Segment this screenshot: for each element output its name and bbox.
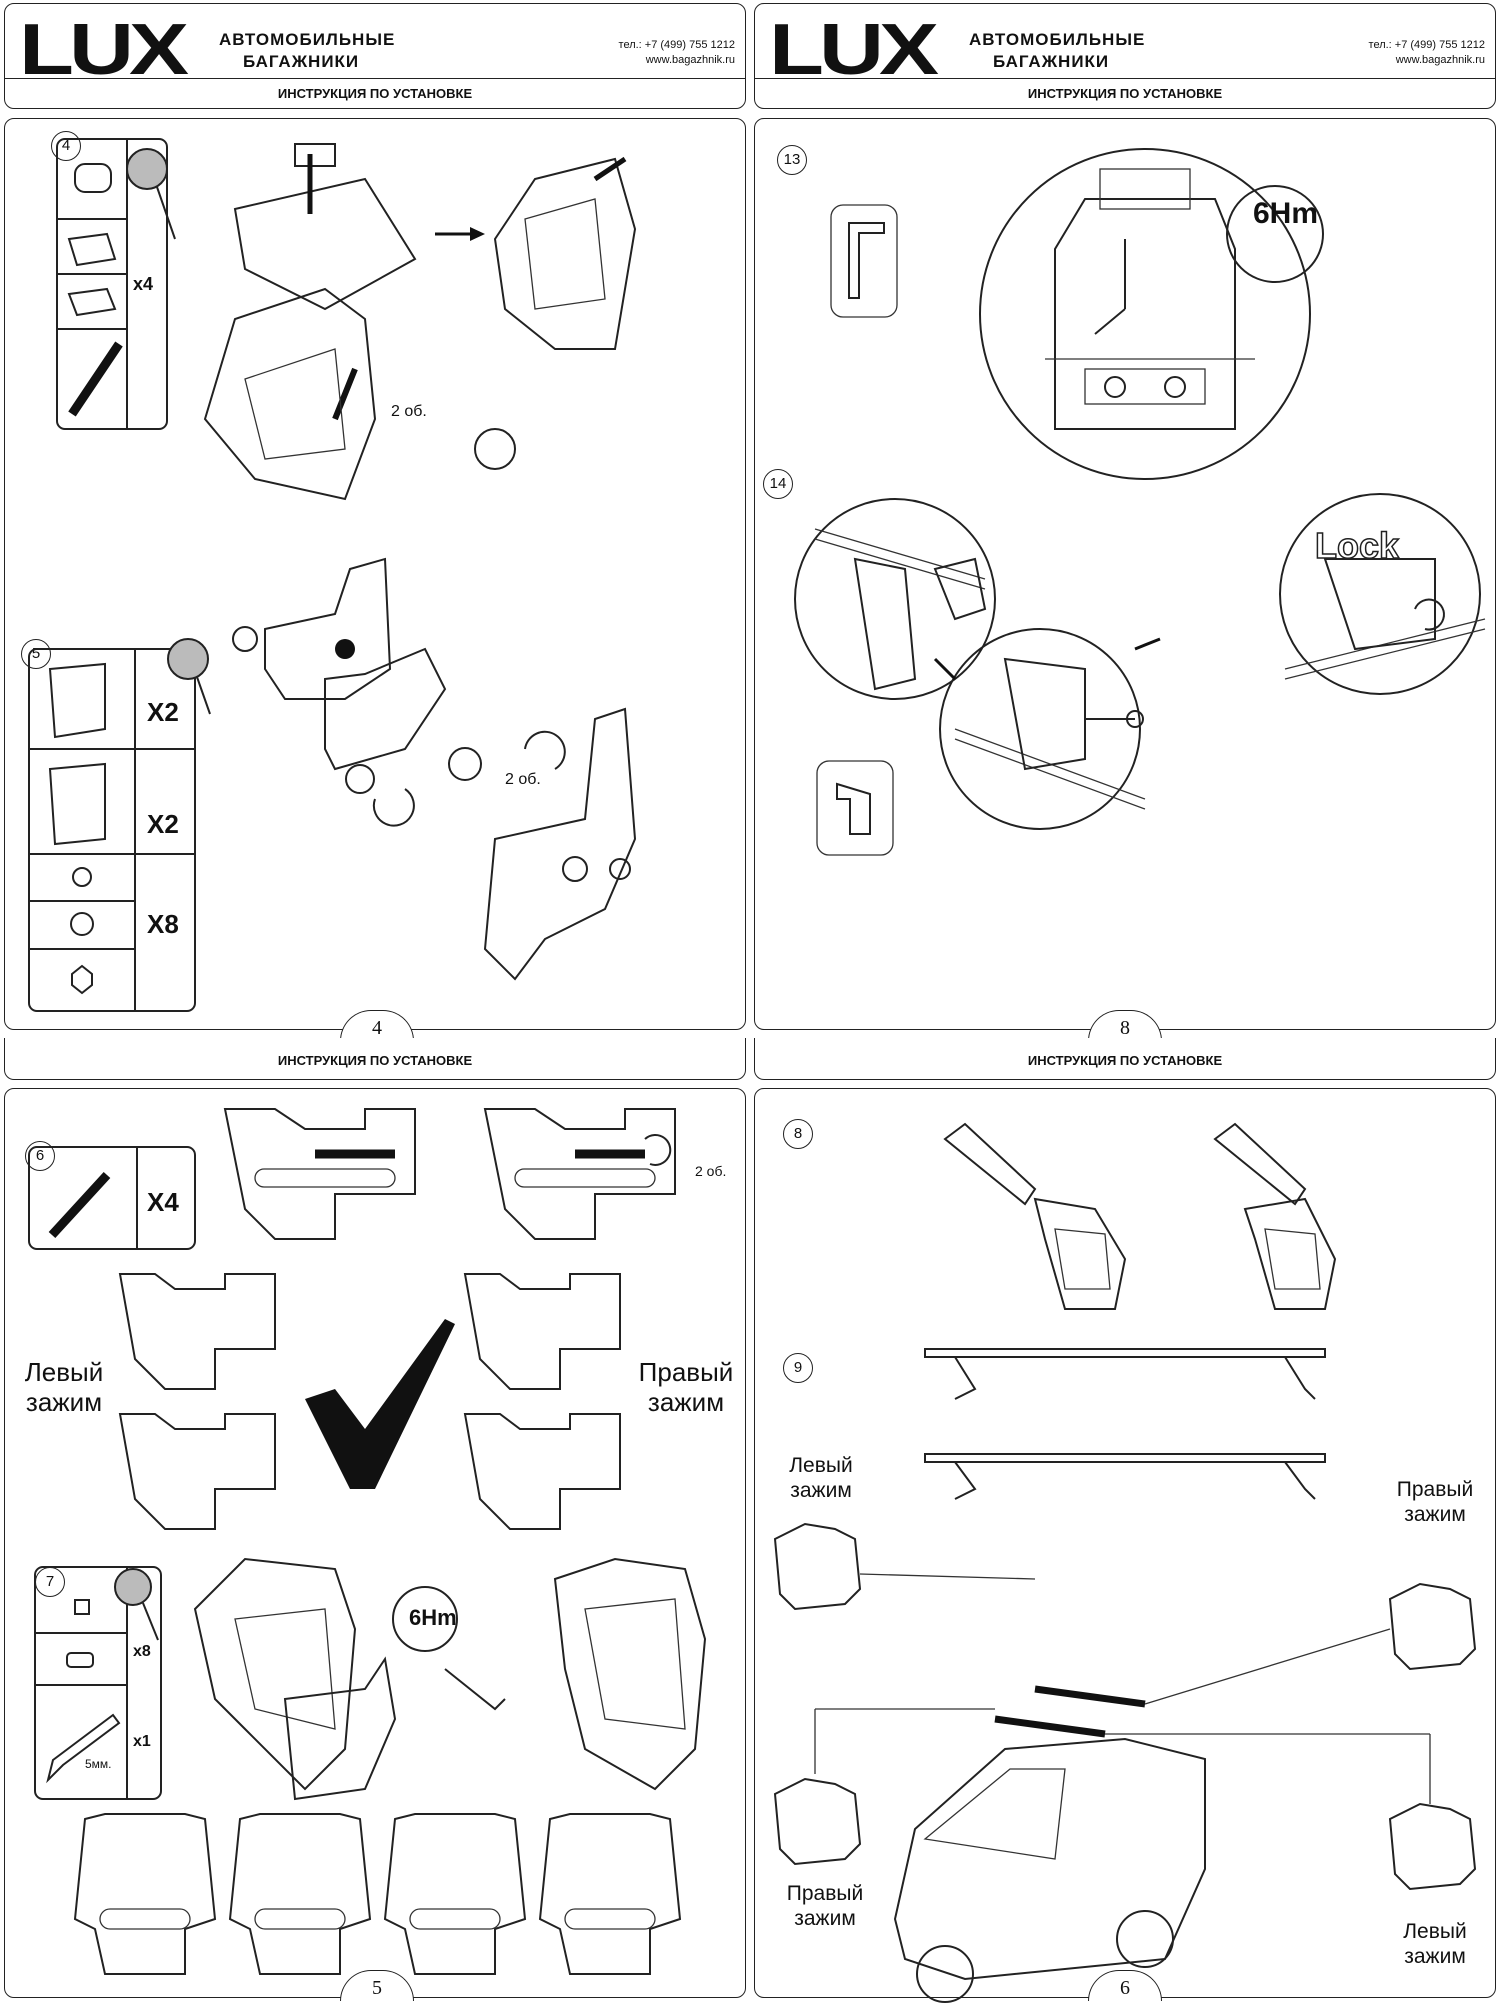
step-6-turns: 2 об.	[695, 1163, 727, 1179]
lock-key-box	[816, 760, 894, 856]
step-14-number: 14	[763, 469, 793, 499]
allen-key-box	[830, 204, 898, 318]
brand-subtitle-2: БАГАЖНИКИ	[993, 52, 1110, 71]
step-9-right-clamp-bottom: Правый зажим	[786, 1882, 864, 1930]
step-8-diagram	[943, 1122, 1337, 1310]
page-top-left: 4 x4 2 об. 5	[4, 118, 746, 1030]
step-6-right-clamp-label: Правый зажим	[638, 1357, 734, 1417]
page-bottom-right: 8 9 Левый зажим Правый зажим Правый зажи…	[754, 1088, 1496, 2003]
phone: тел.: +7 (499) 755 1212	[1368, 39, 1485, 51]
step-9-right-clamp-top: Правый зажим	[1396, 1478, 1474, 1526]
parts-box-step4	[56, 138, 176, 430]
step-7-count-b: x1	[133, 1733, 151, 1750]
brand-subtitle-1: АВТОМОБИЛЬНЫЕ	[969, 30, 1146, 49]
contact-info: тел.: +7 (499) 755 1212 www.bagazhnik.ru	[619, 38, 735, 68]
step-7-clamps-row	[73, 1813, 682, 1975]
doc-title: ИНСТРУКЦИЯ ПО УСТАНОВКЕ	[277, 1053, 473, 1068]
step-9-left-clamp-top: Левый зажим	[789, 1454, 853, 1502]
header-bottom-left: ИНСТРУКЦИЯ ПО УСТАНОВКЕ	[4, 1038, 746, 1080]
parts-box-step7	[34, 1566, 162, 1800]
step-5-turns: 2 об.	[505, 771, 541, 788]
header-bottom-right: ИНСТРУКЦИЯ ПО УСТАНОВКЕ	[754, 1038, 1496, 1080]
step-5-count-c: X8	[147, 909, 179, 939]
step-5-count-b: X2	[147, 809, 179, 839]
website: www.bagazhnik.ru	[1395, 54, 1485, 66]
brand-logo: LUX	[769, 10, 939, 90]
step-7-count-a: x8	[133, 1643, 151, 1660]
step-7-key-size: 5мм.	[85, 1757, 112, 1771]
header-rule	[5, 78, 745, 79]
brand-subtitle-1: АВТОМОБИЛЬНЫЕ	[219, 30, 396, 49]
parts-box-step5	[28, 638, 211, 1012]
doc-title: ИНСТРУКЦИЯ ПО УСТАНОВКЕ	[1027, 86, 1223, 101]
header-top-right: LUX АВТОМОБИЛЬНЫЕ БАГАЖНИКИ тел.: +7 (49…	[754, 3, 1496, 109]
brand-logo: LUX	[19, 10, 189, 90]
step-8-number: 8	[783, 1119, 813, 1149]
step-5-count-a: X2	[147, 697, 179, 727]
website: www.bagazhnik.ru	[645, 54, 735, 66]
step-13-number: 13	[777, 145, 807, 175]
step-5-diagram	[232, 557, 637, 981]
step-4-turns: 2 об.	[391, 403, 427, 420]
step-9-number: 9	[783, 1353, 813, 1383]
step-9-car-diagram	[773, 1522, 1477, 2003]
step-9-bars	[924, 1348, 1326, 1500]
step-6-clamps-grid	[118, 1273, 621, 1530]
header-top-left: LUX АВТОМОБИЛЬНЫЕ БАГАЖНИКИ тел.: +7 (49…	[4, 3, 746, 109]
parts-box-step6	[28, 1146, 196, 1250]
step-13-diagram	[979, 148, 1324, 480]
step-4-diagram	[203, 143, 637, 501]
step-7-torque: 6Hm	[409, 1605, 457, 1630]
step-7-diagram	[193, 1557, 707, 1801]
contact-info: тел.: +7 (499) 755 1212 www.bagazhnik.ru	[1369, 38, 1485, 68]
doc-title: ИНСТРУКЦИЯ ПО УСТАНОВКЕ	[1027, 1053, 1223, 1068]
page-top-right: 13 6Hm 14 Lock	[754, 118, 1496, 1030]
header-rule	[755, 78, 1495, 79]
step-6-left-clamp-label: Левый зажим	[24, 1357, 104, 1417]
doc-title: ИНСТРУКЦИЯ ПО УСТАНОВКЕ	[277, 86, 473, 101]
brand-subtitle-2: БАГАЖНИКИ	[243, 52, 360, 71]
step-6-count: X4	[147, 1187, 179, 1217]
step-14-diagram	[794, 493, 1486, 830]
step-6-clamps-top	[223, 1108, 676, 1240]
step-5-number: 5	[21, 639, 51, 669]
page-bottom-left: 6 X4 2 об. Левый зажим Правый зажим 7	[4, 1088, 746, 1998]
step-9-left-clamp-bottom: Левый зажим	[1403, 1920, 1467, 1968]
step-14-lock: Lock	[1314, 524, 1400, 567]
step-13-torque: 6Hm	[1253, 197, 1319, 230]
step-4-count: x4	[133, 274, 154, 294]
phone: тел.: +7 (499) 755 1212	[618, 39, 735, 51]
